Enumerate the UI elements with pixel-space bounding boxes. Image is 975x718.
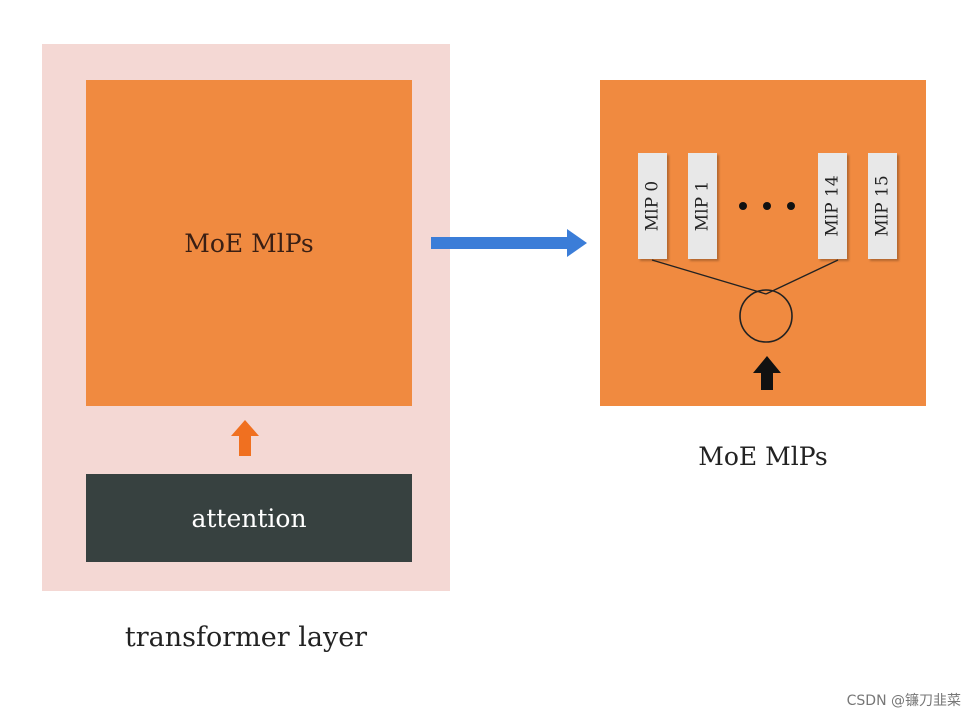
expert-box: MlP 14 bbox=[818, 153, 847, 259]
router-line bbox=[651, 259, 767, 295]
expert-box: MlP 15 bbox=[868, 153, 897, 259]
blue-right-arrow bbox=[431, 229, 587, 257]
moe-mlps-block: MoE MlPs bbox=[86, 80, 412, 406]
orange-up-arrow bbox=[231, 420, 259, 456]
attention-label: attention bbox=[191, 503, 307, 533]
expert-box: MlP 0 bbox=[638, 153, 667, 259]
attention-block: attention bbox=[86, 474, 412, 562]
router-circle bbox=[739, 289, 793, 343]
ellipsis-dot bbox=[787, 202, 795, 210]
moe-mlps-label: MoE MlPs bbox=[184, 228, 314, 258]
watermark: CSDN @镰刀韭菜 bbox=[846, 693, 961, 709]
ellipsis-dot bbox=[739, 202, 747, 210]
transformer-layer-caption: transformer layer bbox=[124, 622, 368, 653]
router-line bbox=[765, 259, 839, 295]
moe-mlps-caption: MoE MlPs bbox=[698, 442, 828, 471]
expert-box: MlP 1 bbox=[688, 153, 717, 259]
black-up-arrow bbox=[753, 356, 781, 390]
ellipsis-dot bbox=[763, 202, 771, 210]
